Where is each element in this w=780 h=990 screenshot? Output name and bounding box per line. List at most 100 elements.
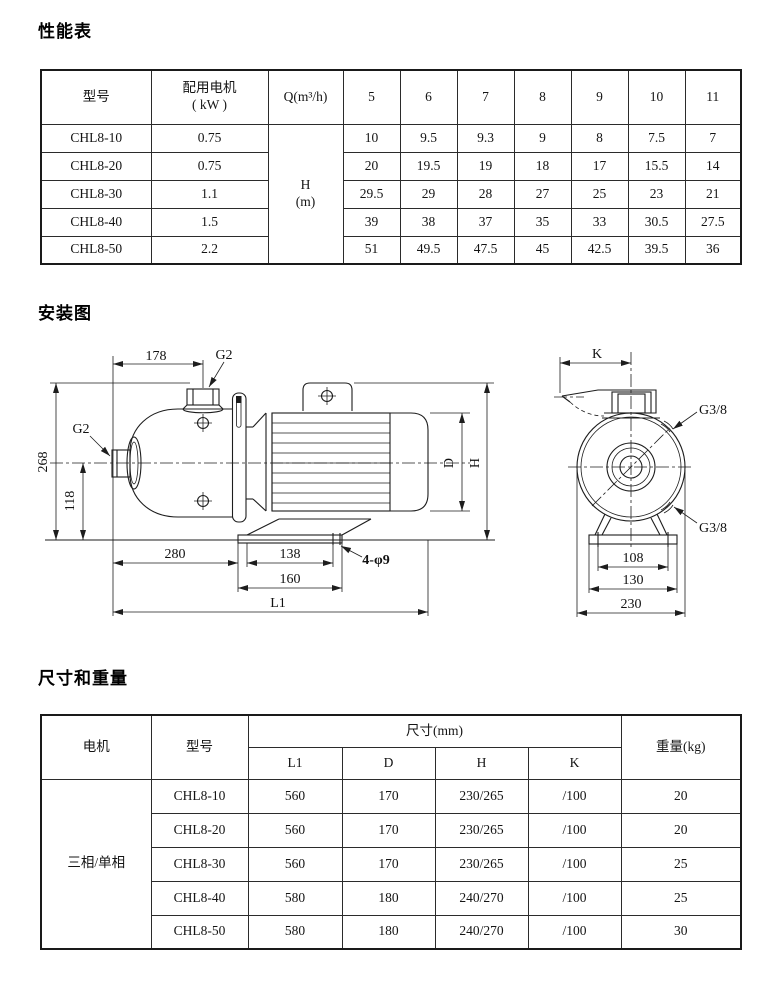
model-cell: CHL8-30 <box>40 179 152 209</box>
table-cell: 170 <box>341 778 436 814</box>
table-cell: 8 <box>570 123 629 153</box>
head-label: H <box>300 176 311 192</box>
flow-value-header: 11 <box>684 69 742 125</box>
pump-front-view <box>554 352 694 550</box>
motor-header-line1: 配用电机 <box>182 80 237 96</box>
table-cell: 230/265 <box>434 778 529 814</box>
column-header-motor: 电机 <box>40 714 152 780</box>
dim-label-230: 230 <box>621 597 642 612</box>
table-cell: 560 <box>247 846 343 882</box>
table-cell: 580 <box>247 880 343 916</box>
column-header-weight: 重量(kg) <box>620 714 742 780</box>
inlet-port-label: G2 <box>72 422 89 437</box>
table-cell: 23 <box>627 179 686 209</box>
table-cell: 580 <box>247 914 343 950</box>
port-label-g38-top: G3/8 <box>699 403 727 418</box>
table-cell: 560 <box>247 812 343 848</box>
table-header-row: 电机 型号 尺寸(mm) 重量(kg) <box>40 714 742 780</box>
size-col-header-h: H <box>434 746 529 780</box>
table-cell: 51 <box>342 235 401 265</box>
table-row: CHL8-20 0.75 20 19.5 19 18 17 15.5 14 <box>40 151 742 181</box>
column-header-motor: 配用电机 ( kW ) <box>150 69 269 125</box>
performance-table: 型号 配用电机 ( kW ) Q(m³/h) 5 6 7 8 9 10 11 C… <box>40 69 742 265</box>
kw-cell: 1.1 <box>150 179 269 209</box>
table-cell: 30 <box>620 914 742 950</box>
model-cell: CHL8-40 <box>40 207 152 237</box>
flow-value-header: 7 <box>456 69 515 125</box>
table-cell: 180 <box>341 914 436 950</box>
table-cell: 170 <box>341 846 436 882</box>
model-cell: CHL8-30 <box>150 846 249 882</box>
table-cell: 19 <box>456 151 515 181</box>
model-cell: CHL8-50 <box>40 235 152 265</box>
table-cell: 170 <box>341 812 436 848</box>
installation-drawing: 178 G2 G2 268 118 280 138 160 L1 4-φ9 D … <box>36 347 727 617</box>
size-col-header-l1: L1 <box>247 746 343 780</box>
dim-label-K: K <box>592 347 602 362</box>
installation-section-title: 安装图 <box>38 304 92 324</box>
table-cell: /100 <box>527 914 622 950</box>
dim-label-118: 118 <box>63 491 78 511</box>
table-row: CHL8-30 1.1 29.5 29 28 27 25 23 21 <box>40 179 742 209</box>
column-header-model: 型号 <box>150 714 249 780</box>
table-cell: /100 <box>527 846 622 882</box>
motor-header-line2: ( kW ) <box>192 97 227 113</box>
table-cell: 9.5 <box>399 123 458 153</box>
performance-section-title: 性能表 <box>38 22 92 42</box>
table-cell: 9.3 <box>456 123 515 153</box>
table-cell: 230/265 <box>434 846 529 882</box>
table-cell: 33 <box>570 207 629 237</box>
flow-value-header: 5 <box>342 69 401 125</box>
table-cell: 20 <box>342 151 401 181</box>
size-col-header-d: D <box>341 746 436 780</box>
table-cell: /100 <box>527 880 622 916</box>
table-cell: 38 <box>399 207 458 237</box>
side-view-dimensions: 178 G2 G2 268 118 280 138 160 L1 4-φ9 D … <box>36 348 494 616</box>
dim-label-138: 138 <box>280 547 301 562</box>
motor-body <box>271 382 429 512</box>
mounting-foot-side <box>45 518 495 545</box>
table-cell: /100 <box>527 812 622 848</box>
dimensions-section-title: 尺寸和重量 <box>38 669 128 689</box>
table-cell: 39.5 <box>627 235 686 265</box>
column-header-flow: Q(m³/h) <box>267 69 344 125</box>
table-cell: 30.5 <box>627 207 686 237</box>
table-cell: 35 <box>513 207 572 237</box>
table-cell: 25 <box>620 846 742 882</box>
table-cell: /100 <box>527 778 622 814</box>
kw-cell: 0.75 <box>150 151 269 181</box>
table-row: CHL8-50 580 180 240/270 /100 30 <box>41 914 742 950</box>
table-cell: 10 <box>342 123 401 153</box>
table-cell: 230/265 <box>434 812 529 848</box>
table-cell: 17 <box>570 151 629 181</box>
table-cell: 47.5 <box>456 235 515 265</box>
model-cell: CHL8-20 <box>40 151 152 181</box>
model-cell: CHL8-20 <box>150 812 249 848</box>
dim-label-L1: L1 <box>270 596 286 611</box>
table-cell: 7.5 <box>627 123 686 153</box>
model-cell: CHL8-50 <box>150 914 249 950</box>
mount-holes-label: 4-φ9 <box>362 553 389 568</box>
table-row: CHL8-40 580 180 240/270 /100 25 <box>41 880 742 916</box>
kw-cell: 2.2 <box>150 235 269 265</box>
kw-cell: 1.5 <box>150 207 269 237</box>
table-header-row: L1 D H K <box>41 746 741 780</box>
flow-value-header: 6 <box>399 69 458 125</box>
kw-cell: 0.75 <box>150 123 269 153</box>
table-cell: 49.5 <box>399 235 458 265</box>
table-cell: 180 <box>341 880 436 916</box>
dim-label-130: 130 <box>623 573 644 588</box>
port-label-g38-bottom: G3/8 <box>699 521 727 536</box>
table-cell: 27 <box>513 179 572 209</box>
table-header-row: 型号 配用电机 ( kW ) Q(m³/h) 5 6 7 8 9 10 11 <box>40 69 742 125</box>
table-cell: 37 <box>456 207 515 237</box>
head-unit-cell: H (m) <box>267 123 344 265</box>
table-cell: 240/270 <box>434 880 529 916</box>
table-cell: 18 <box>513 151 572 181</box>
dim-label-160: 160 <box>280 572 301 587</box>
motor-type-cell: 三相/单相 <box>40 778 152 950</box>
table-cell: 36 <box>684 235 742 265</box>
model-cell: CHL8-40 <box>150 880 249 916</box>
table-cell: 39 <box>342 207 401 237</box>
model-cell: CHL8-10 <box>150 778 249 814</box>
